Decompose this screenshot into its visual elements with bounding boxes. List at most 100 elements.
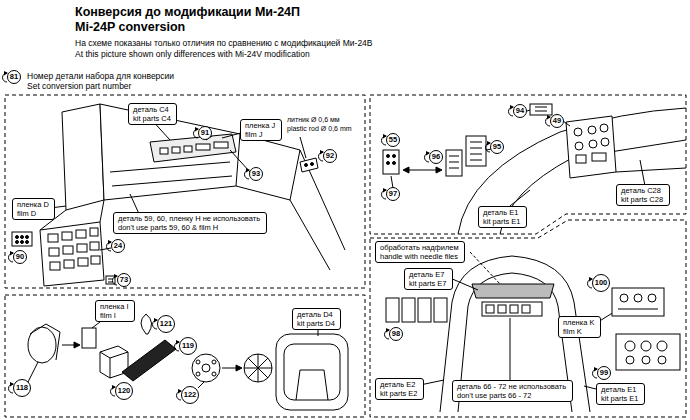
rotate-hook [241,168,250,180]
box-text: деталь C28 [621,186,665,195]
line-art [284,344,340,400]
hook-head [547,115,551,120]
line-art [77,244,87,252]
callout-box: деталь C28kit parts C28 [616,184,670,206]
hook-head [176,340,180,345]
callout-box: пленка Dfilm D [12,198,55,220]
line-art [300,158,318,172]
box-text: kit parts C28 [621,195,665,204]
callout-box: деталь 66 - 72 не использоватьdon't use … [452,380,573,402]
line-art [62,104,104,210]
line-art [486,305,494,313]
line-art [100,104,240,200]
rotate-hook [5,382,14,394]
callout-text: 97 [389,189,397,198]
callout-text: 49 [553,116,561,125]
line-art [616,334,680,370]
callout-box: деталь E1kit parts E1 [478,206,527,228]
line-art [434,298,447,322]
callout-box: пленка Jfilm J [240,119,282,141]
rotate-hook [5,251,14,263]
note-text: На схеме показаны только отличия по срав… [75,38,373,48]
callout-text: 98 [392,329,400,338]
line-art [63,246,73,254]
callout-number: 91 [198,126,212,140]
hook-head [4,71,8,76]
rotate-hook [542,115,551,127]
subtitle-text: Mi-24P conversion [75,20,185,34]
callout-text: 90 [16,252,24,261]
line-art [311,163,314,166]
line-art [236,134,345,270]
box-text: деталь E2 [380,380,419,389]
hook-head [386,328,390,333]
callout-text: 24 [114,241,122,250]
box-text: film J [245,130,277,139]
box-text: don't use parts 59, 60 & film H [118,223,262,232]
line-art [449,156,459,168]
callout-number: 97 [386,187,400,201]
hook-head [10,251,14,256]
callout-text: 93 [252,169,260,178]
line-art [498,305,506,313]
box-text: деталь 59, 60, пленку H не использовать [118,214,262,223]
hook-head [10,382,14,387]
line-art [5,295,365,417]
line-art [618,309,658,310]
hook-head [108,240,112,245]
box-text: kit parts E2 [380,389,419,398]
line-art [16,241,19,244]
callout-text: 94 [516,106,524,115]
line-art [40,222,104,286]
line-art [305,164,308,167]
box-text: film K [563,327,596,336]
line-art [574,128,582,136]
callout-box: обработать надфилемhandle with needle fi… [375,241,465,263]
rotate-hook [584,277,593,289]
line-art [387,155,390,158]
box-text: kit parts E1 [483,217,522,226]
callout-text: 99 [600,368,608,377]
legend-text: Номер детали набора для конверсии [27,71,174,81]
callout-number: 93 [249,167,263,181]
box-text: don't use parts 66 - 72 [457,391,568,400]
box-text: kit parts D4 [297,319,336,328]
line-art [48,234,58,242]
box-text: kit parts E7 [409,279,448,288]
line-art [82,328,96,348]
line-art [62,232,72,240]
box-text: kit parts C4 [133,114,172,123]
line-art [470,142,482,160]
callout-number: 100 [592,274,610,292]
line-art [482,302,542,316]
line-art [383,150,399,174]
rotate-hook [482,141,491,153]
line-art [466,136,486,166]
line-art [196,372,200,376]
line-art [530,104,552,115]
rotate-hook [421,151,430,163]
hook-head [426,151,430,156]
line-art [592,153,606,161]
hook-head [246,168,250,173]
rotate-hook [0,71,8,83]
line-art [21,241,24,244]
line-art [522,305,530,313]
line-art [91,256,100,264]
line-art [393,155,396,158]
rotate-hook [107,385,116,397]
callout-number: 119 [179,337,197,355]
line-art [21,236,24,239]
callout-text: 91 [201,128,209,137]
line-art [601,138,609,146]
legend-text: Set conversion part number [27,81,131,91]
rotate-hook [103,240,112,252]
box-text: пленка I [100,302,130,311]
callout-number: 24 [111,239,125,253]
line-art [405,170,440,171]
line-art [370,95,686,234]
box-text: обработать надфилем [380,243,460,252]
line-art [393,162,396,165]
box-text: пленка D [17,200,50,209]
